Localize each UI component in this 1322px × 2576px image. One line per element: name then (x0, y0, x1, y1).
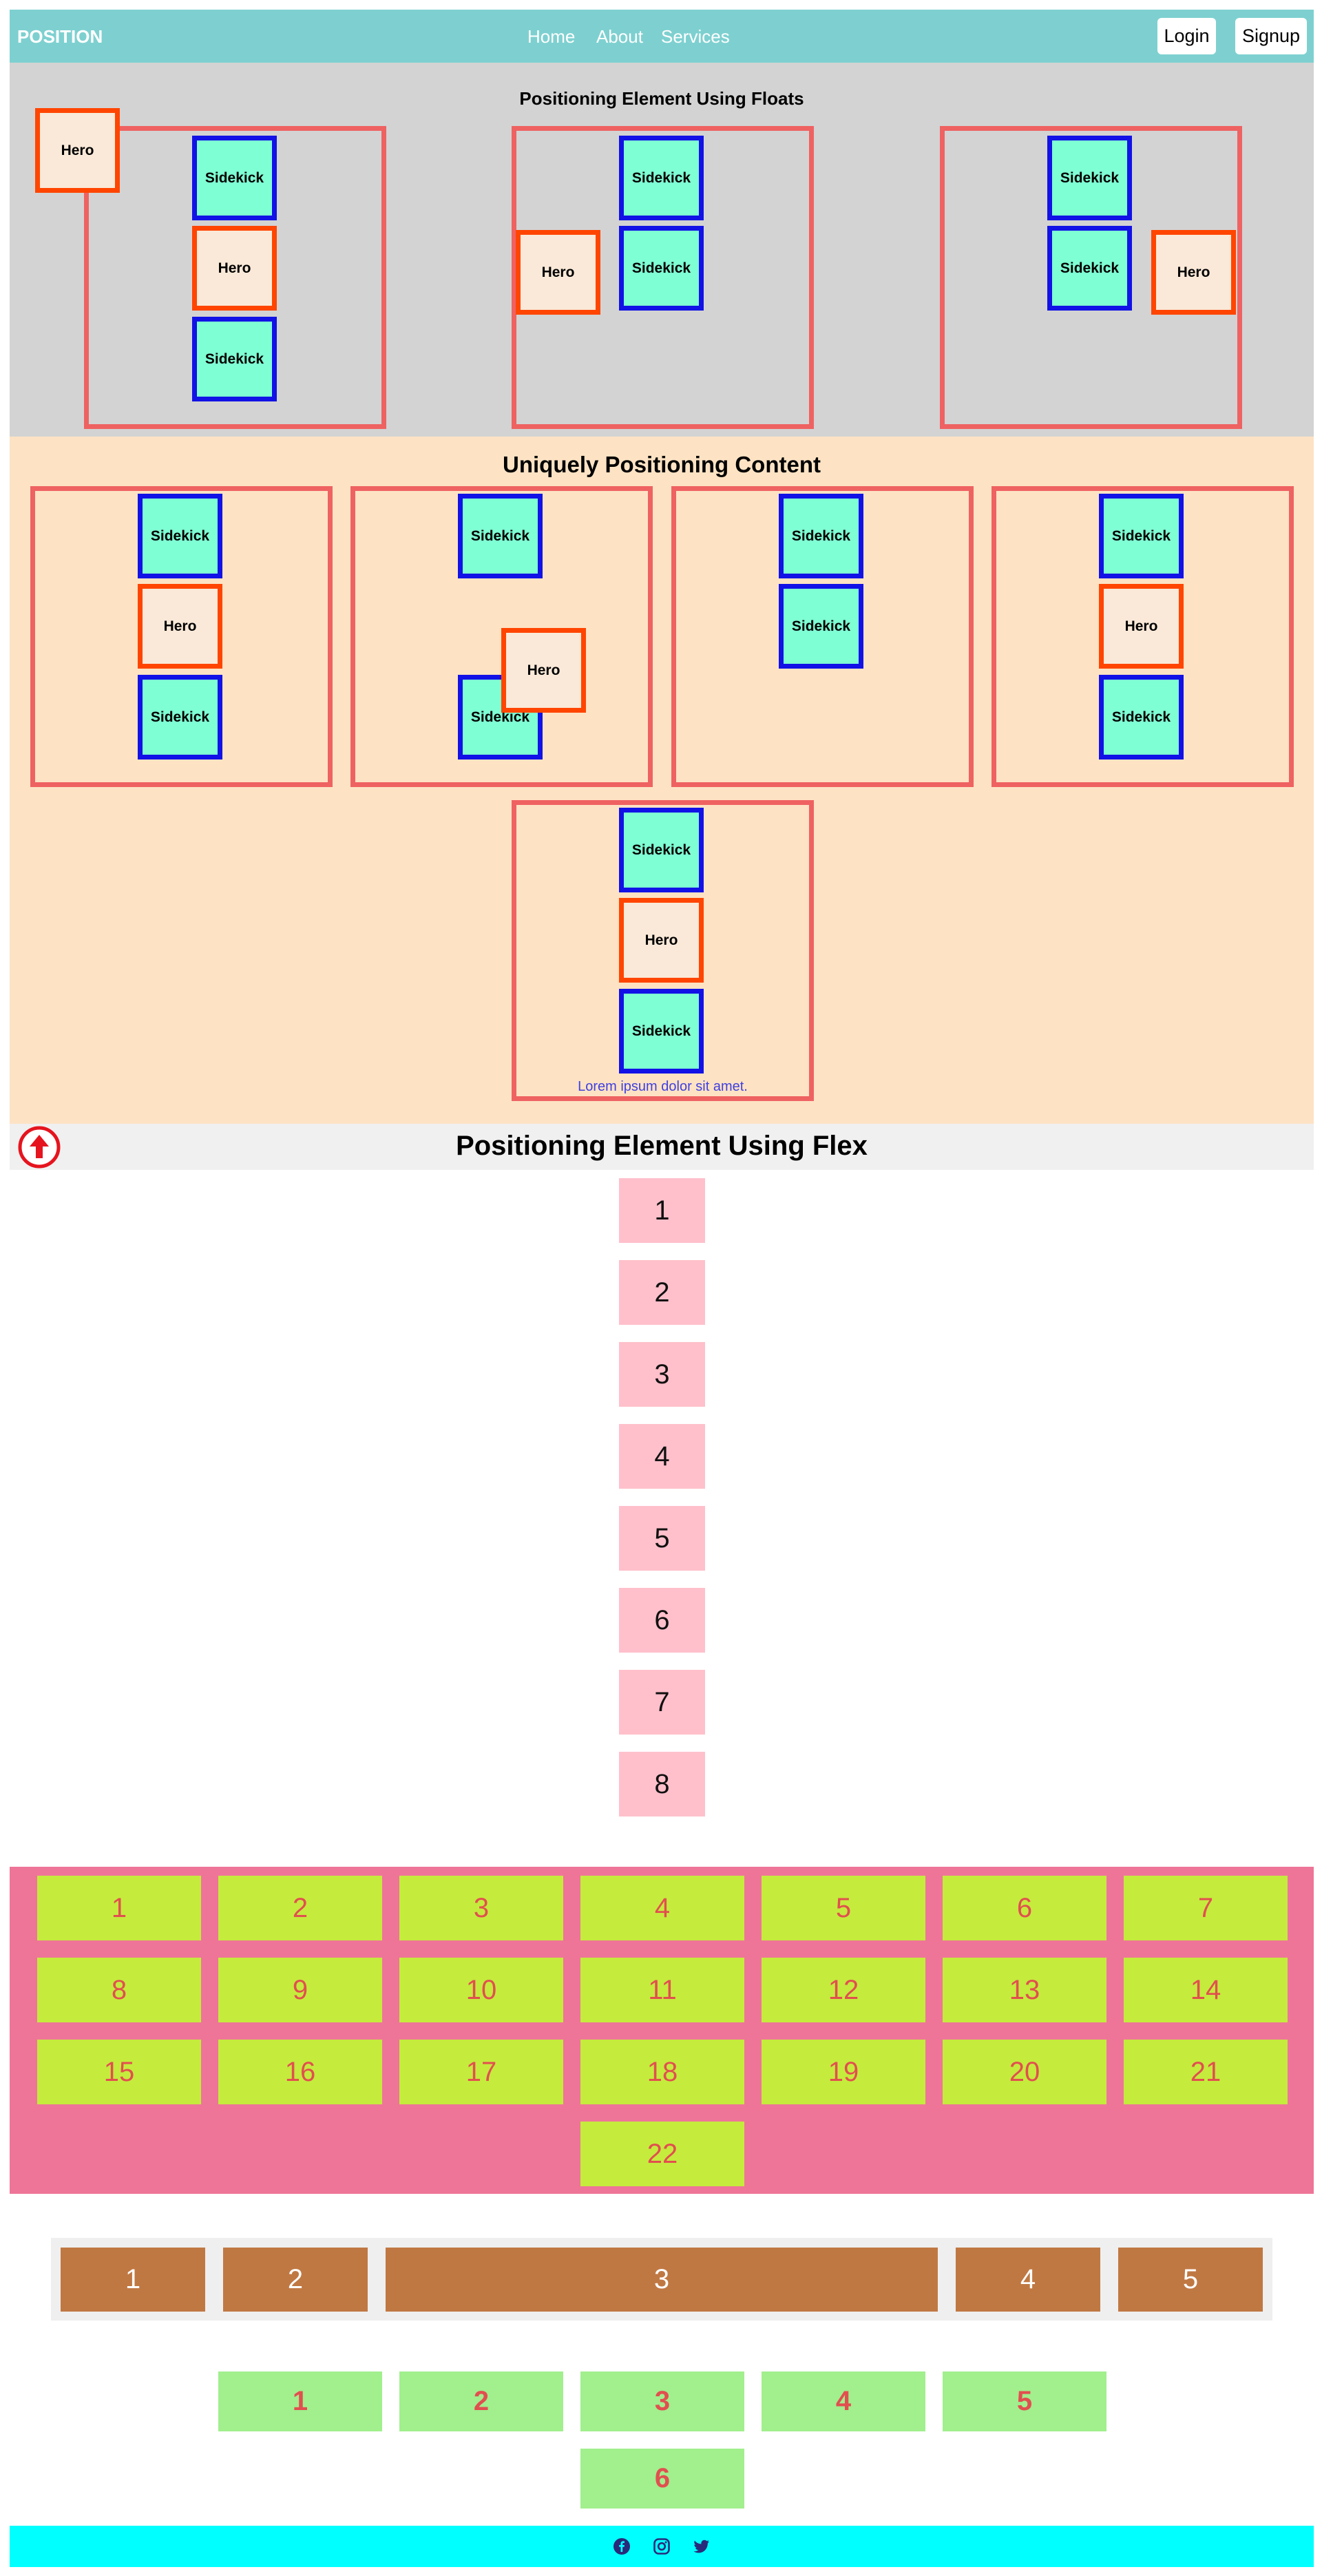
footer (10, 2526, 1314, 2567)
sidekick-box: Sidekick (619, 136, 704, 220)
flex-wrap-item: 9 (218, 1958, 382, 2022)
flex-center-item: 5 (943, 2371, 1106, 2431)
hero-box: Hero (138, 584, 222, 669)
nav-link-home[interactable]: Home (527, 26, 576, 47)
flex-column-item: 6 (619, 1588, 705, 1653)
hero-box: Hero (619, 898, 704, 983)
flex-wrap-item: 14 (1124, 1958, 1288, 2022)
float-container-1 (84, 126, 386, 429)
sidekick-box: Sidekick (619, 808, 704, 892)
flex-wrap-item: 1 (37, 1876, 201, 1940)
flex-wrap-item: 8 (37, 1958, 201, 2022)
flex-wrap-item: 13 (943, 1958, 1106, 2022)
sidekick-box: Sidekick (192, 317, 277, 401)
flex-wrap-item: 20 (943, 2040, 1106, 2104)
hero-box: Hero (1151, 230, 1236, 315)
flex-wrap-item: 11 (580, 1958, 744, 2022)
hero-box: Hero (516, 230, 600, 315)
scroll-to-top-icon[interactable] (17, 1125, 61, 1169)
flex-column-item: 1 (619, 1178, 705, 1243)
flex-center-item: 3 (580, 2371, 744, 2431)
navbar: POSITION Home About Services Login Signu… (10, 10, 1314, 63)
flex-grow-item: 2 (223, 2248, 368, 2312)
flex-wrap-item: 15 (37, 2040, 201, 2104)
flex-column-item: 3 (619, 1342, 705, 1407)
flex-wrap-item: 6 (943, 1876, 1106, 1940)
nav-link-services[interactable]: Services (661, 26, 730, 47)
sidekick-box: Sidekick (619, 989, 704, 1074)
sidekick-box: Sidekick (779, 494, 863, 578)
flex-wrap-item: 10 (399, 1958, 563, 2022)
flex-center-item: 1 (218, 2371, 382, 2431)
unique-container-2 (350, 486, 653, 787)
flex-wrap-item: 7 (1124, 1876, 1288, 1940)
flex-wrap-item: 12 (762, 1958, 925, 2022)
flex-wrap-item: 22 (580, 2122, 744, 2186)
flex-center-item: 6 (580, 2449, 744, 2509)
sidekick-box: Sidekick (1047, 136, 1132, 220)
twitter-icon[interactable] (692, 2537, 711, 2556)
unique-container-1 (30, 486, 333, 787)
flex-column-item: 2 (619, 1260, 705, 1325)
instagram-icon[interactable] (652, 2537, 671, 2556)
flex-column-item: 7 (619, 1670, 705, 1735)
hero-box: Hero (35, 108, 120, 193)
flex-wrap-item: 21 (1124, 2040, 1288, 2104)
flex-grow-item: 4 (956, 2248, 1100, 2312)
unique-container-5 (512, 800, 814, 1101)
flex-section-header (10, 1124, 1314, 1170)
flex-column-item: 5 (619, 1506, 705, 1571)
flex-wrap-item: 5 (762, 1876, 925, 1940)
unique-container-3 (671, 486, 974, 787)
sidekick-box: Sidekick (458, 494, 543, 578)
flex-column-item: 8 (619, 1752, 705, 1816)
flex-center-item: 4 (762, 2371, 925, 2431)
hero-box: Hero (1099, 584, 1184, 669)
sidekick-box: Sidekick (1099, 675, 1184, 760)
flex-wrap-item: 17 (399, 2040, 563, 2104)
floats-section-title: Positioning Element Using Floats (519, 88, 804, 109)
unique-section-title: Uniquely Positioning Content (503, 452, 821, 477)
flex-wrap-item: 2 (218, 1876, 382, 1940)
float-container-3 (940, 126, 1242, 429)
flex-section-title: Positioning Element Using Flex (456, 1131, 868, 1161)
flex-column-item: 4 (619, 1424, 705, 1489)
signup-button[interactable]: Signup (1235, 18, 1307, 54)
flex-wrap-item: 16 (218, 2040, 382, 2104)
lorem-text: Lorem ipsum dolor sit amet. (578, 1079, 748, 1094)
flex-grow-item: 5 (1118, 2248, 1263, 2312)
flex-wrap-item: 3 (399, 1876, 563, 1940)
float-container-2 (512, 126, 814, 429)
facebook-icon[interactable] (612, 2537, 631, 2556)
nav-link-about[interactable]: About (596, 26, 643, 47)
flex-wrap-item: 19 (762, 2040, 925, 2104)
unique-container-4 (992, 486, 1294, 787)
sidekick-box: Sidekick (192, 136, 277, 220)
sidekick-box: Sidekick (779, 584, 863, 669)
sidekick-box: Sidekick (138, 675, 222, 760)
sidekick-box: Sidekick (1047, 226, 1132, 311)
brand-logo[interactable]: POSITION (17, 26, 103, 47)
flex-wrap-item: 4 (580, 1876, 744, 1940)
hero-box: Hero (501, 628, 586, 713)
flex-grow-item: 3 (386, 2248, 938, 2312)
sidekick-box: Sidekick (619, 226, 704, 311)
flex-grow-item: 1 (61, 2248, 205, 2312)
sidekick-box: Sidekick (1099, 494, 1184, 578)
sidekick-box: Sidekick (138, 494, 222, 578)
login-button[interactable]: Login (1157, 18, 1216, 54)
flex-wrap-item: 18 (580, 2040, 744, 2104)
hero-box: Hero (192, 226, 277, 311)
flex-center-item: 2 (399, 2371, 563, 2431)
